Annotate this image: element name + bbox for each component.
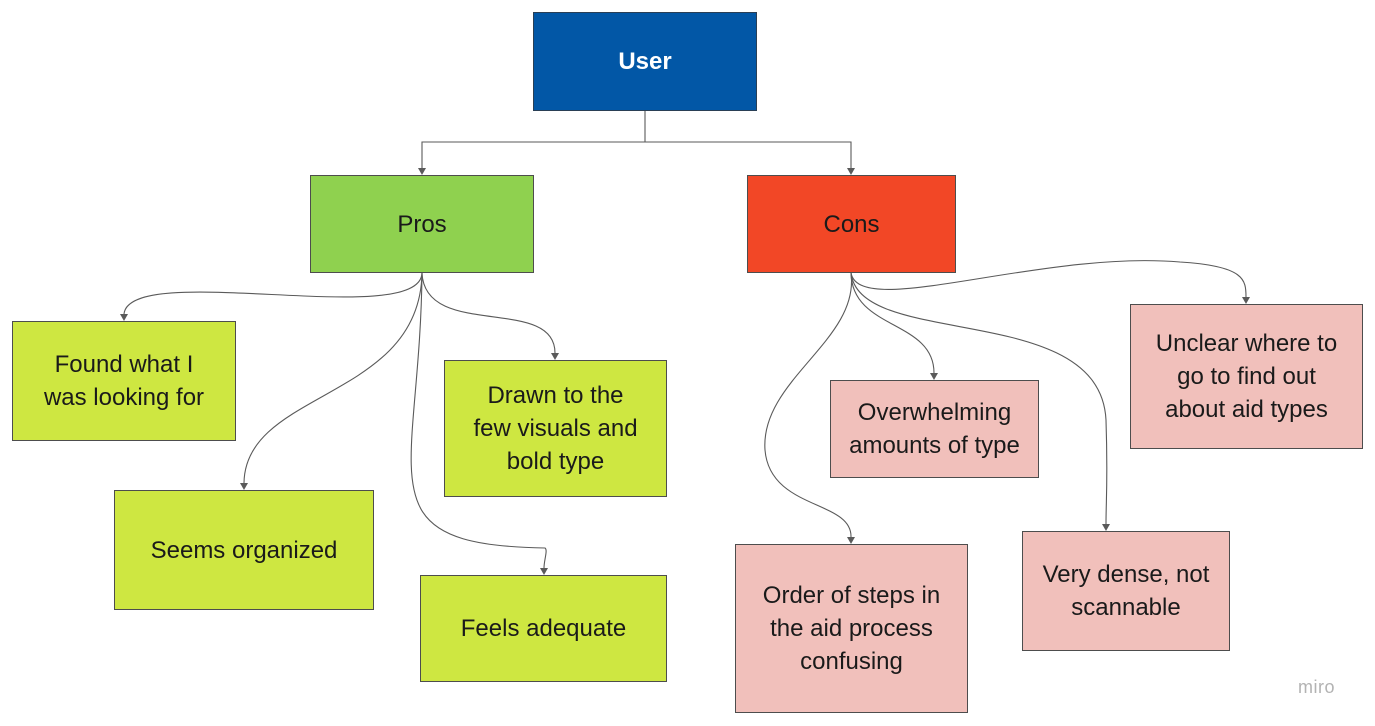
con-note-order-of-steps[interactable]: Order of steps in the aid process confus… (735, 544, 968, 713)
con-note-overwhelming-type[interactable]: Overwhelming amounts of type (830, 380, 1039, 478)
root-node-label: User (618, 48, 672, 75)
pro-note-label: Drawn to the few visuals and bold type (473, 382, 638, 475)
arrowhead-pros-drawn (551, 353, 559, 360)
pro-note-drawn-to-visuals[interactable]: Drawn to the few visuals and bold type (444, 360, 667, 497)
connector-cons-unclear (850, 260, 1247, 298)
connector-pros-found (123, 272, 423, 315)
connector-pros-adequate (410, 272, 547, 569)
connector-user-cons (645, 141, 852, 168)
cons-node-label: Cons (823, 210, 880, 238)
arrowhead-user-cons (847, 168, 855, 175)
con-note-label: Order of steps in the aid process confus… (762, 582, 941, 675)
pro-note-label: Feels adequate (460, 615, 627, 642)
pro-note-seems-organized[interactable]: Seems organized (114, 490, 374, 610)
con-note-label: Very dense, not scannable (1042, 561, 1210, 621)
pro-note-label: Found what I was looking for (43, 351, 205, 411)
con-note-unclear-aid-types[interactable]: Unclear where to go to find out about ai… (1130, 304, 1363, 449)
arrowhead-cons-overwhelming (930, 373, 938, 380)
pro-note-label: Seems organized (150, 536, 338, 564)
cons-node[interactable]: Cons (747, 175, 956, 273)
root-node-user[interactable]: User (533, 12, 757, 111)
pros-node[interactable]: Pros (310, 175, 534, 273)
pro-note-feels-adequate[interactable]: Feels adequate (420, 575, 667, 682)
connector-pros-organized (243, 272, 423, 484)
connector-cons-dense (850, 272, 1108, 525)
connector-user-pros (421, 111, 646, 168)
arrowhead-cons-unclear (1242, 297, 1250, 304)
con-note-very-dense[interactable]: Very dense, not scannable (1022, 531, 1230, 651)
arrowhead-pros-organized (240, 483, 248, 490)
pro-note-found-what-i-was-looking-for[interactable]: Found what I was looking for (12, 321, 236, 441)
connector-cons-order (764, 272, 853, 538)
connector-cons-overwhelming (850, 272, 935, 374)
arrowhead-user-pros (418, 168, 426, 175)
arrowhead-cons-order (847, 537, 855, 544)
arrowhead-cons-dense (1102, 524, 1110, 531)
miro-watermark: miro (1298, 677, 1335, 697)
arrowhead-pros-adequate (540, 568, 548, 575)
pros-node-label: Pros (397, 210, 447, 238)
arrowhead-pros-found (120, 314, 128, 321)
con-note-label: Overwhelming amounts of type (849, 399, 1020, 459)
con-note-label: Unclear where to go to find out about ai… (1155, 330, 1338, 423)
connector-pros-drawn (421, 272, 556, 354)
